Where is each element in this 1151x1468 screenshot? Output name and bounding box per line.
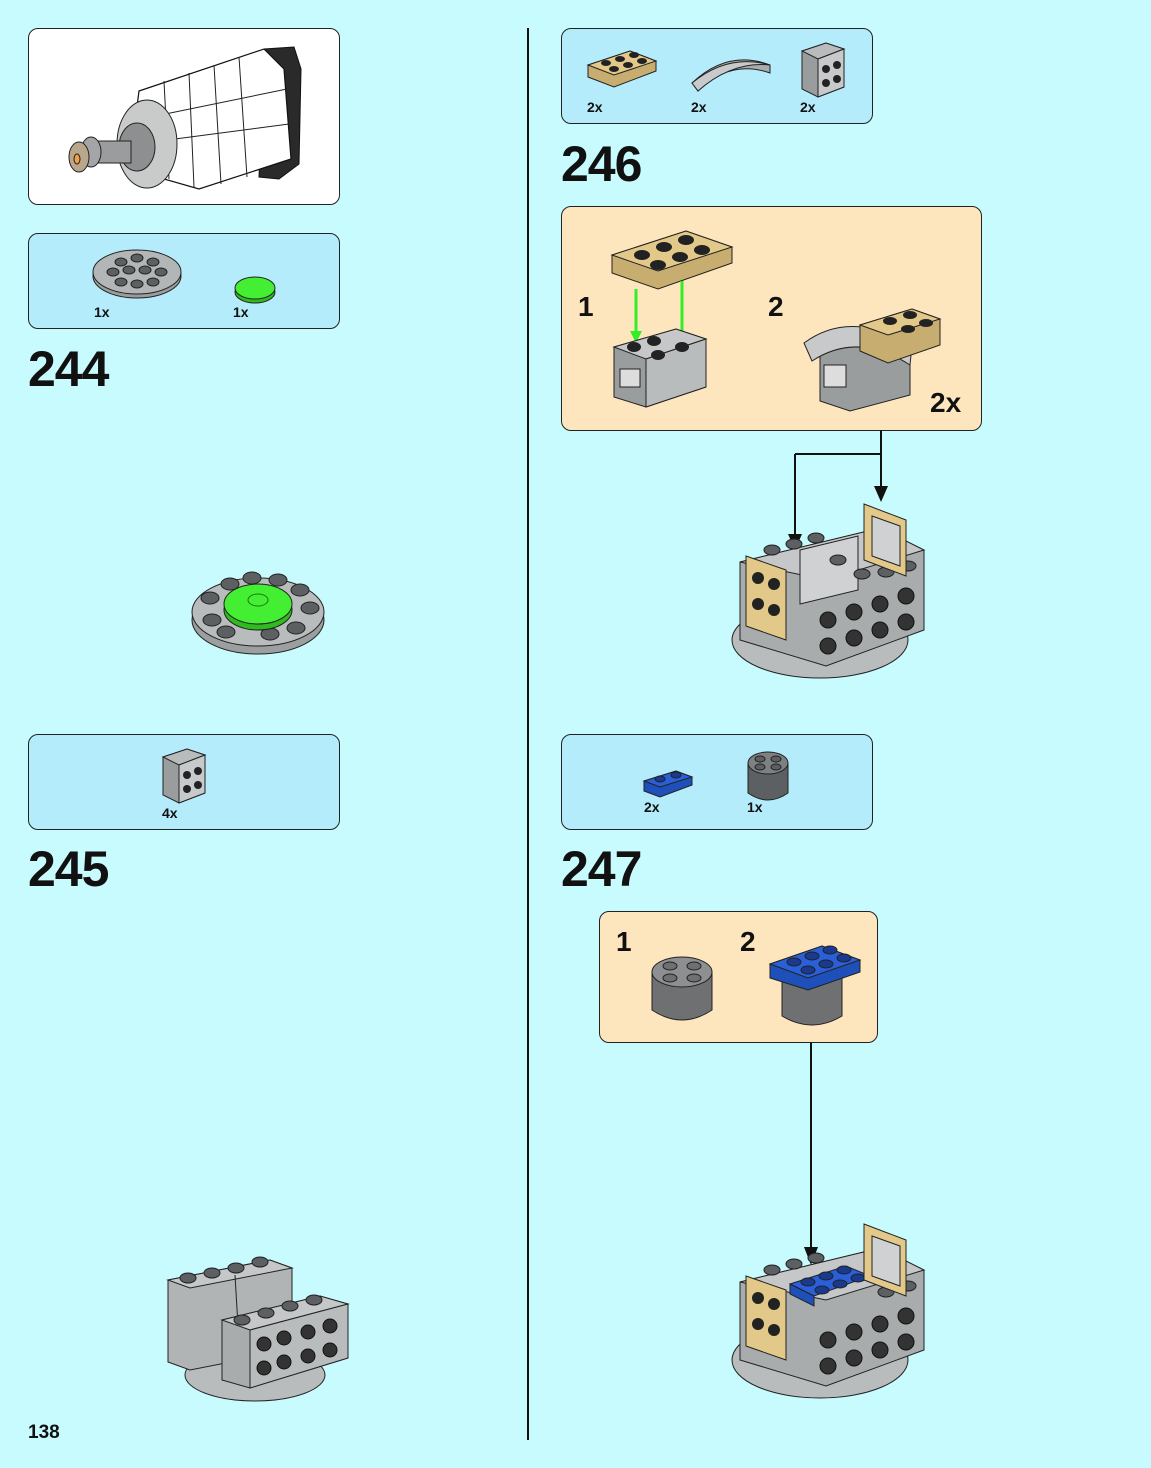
substep-multiplier: 2x [930, 387, 962, 418]
round-plate-4x4-icon [92, 249, 182, 299]
part-qty: 1x [94, 304, 110, 320]
plate-2x3-tan-icon [586, 50, 658, 88]
part-qty: 1x [747, 799, 763, 815]
curved-slope-grey-icon [691, 59, 771, 92]
part-qty: 4x [162, 805, 178, 821]
substep-1-image [651, 956, 713, 1021]
subassembly-box-step-246: 1 2 2x [561, 206, 982, 431]
substep-number: 2 [740, 926, 756, 957]
parts-box-step-244: 1x 1x [28, 233, 340, 329]
model-preview-box [28, 28, 340, 205]
step-number-247: 247 [561, 841, 642, 897]
brick-2x2-grey-icon [800, 42, 846, 98]
brick-2x2-grey-icon [161, 748, 207, 804]
step-number-244: 244 [28, 341, 109, 397]
step-246-assembly-image [731, 503, 926, 679]
part-qty: 2x [587, 99, 603, 115]
part-qty: 1x [233, 304, 249, 320]
substep-2-image [803, 308, 942, 412]
step-247-assembly-image [731, 1223, 926, 1399]
substep-1-image [610, 230, 734, 408]
substep-number: 1 [578, 291, 594, 322]
cylinder-assembly-image [68, 46, 302, 190]
column-divider [527, 28, 529, 1440]
parts-box-step-247: 2x 1x [561, 734, 873, 830]
step-245-assembly-image [166, 1256, 350, 1402]
round-tile-green-icon [234, 276, 276, 304]
page-number: 138 [28, 1422, 60, 1443]
substep-number: 1 [616, 926, 632, 957]
substep-2-image [768, 945, 862, 1026]
part-qty: 2x [644, 799, 660, 815]
step-number-245: 245 [28, 841, 109, 897]
subassembly-box-step-247: 1 2 [599, 911, 878, 1043]
plate-1x2-blue-icon [642, 770, 694, 798]
step-number-246: 246 [561, 136, 642, 192]
part-qty: 2x [800, 99, 816, 115]
step-244-assembly-image [191, 571, 325, 655]
parts-box-step-246: 2x 2x 2x [561, 28, 873, 124]
round-brick-dark-grey-icon [747, 751, 789, 801]
parts-box-step-245: 4x [28, 734, 340, 830]
substep-number: 2 [768, 291, 784, 322]
part-qty: 2x [691, 99, 707, 115]
